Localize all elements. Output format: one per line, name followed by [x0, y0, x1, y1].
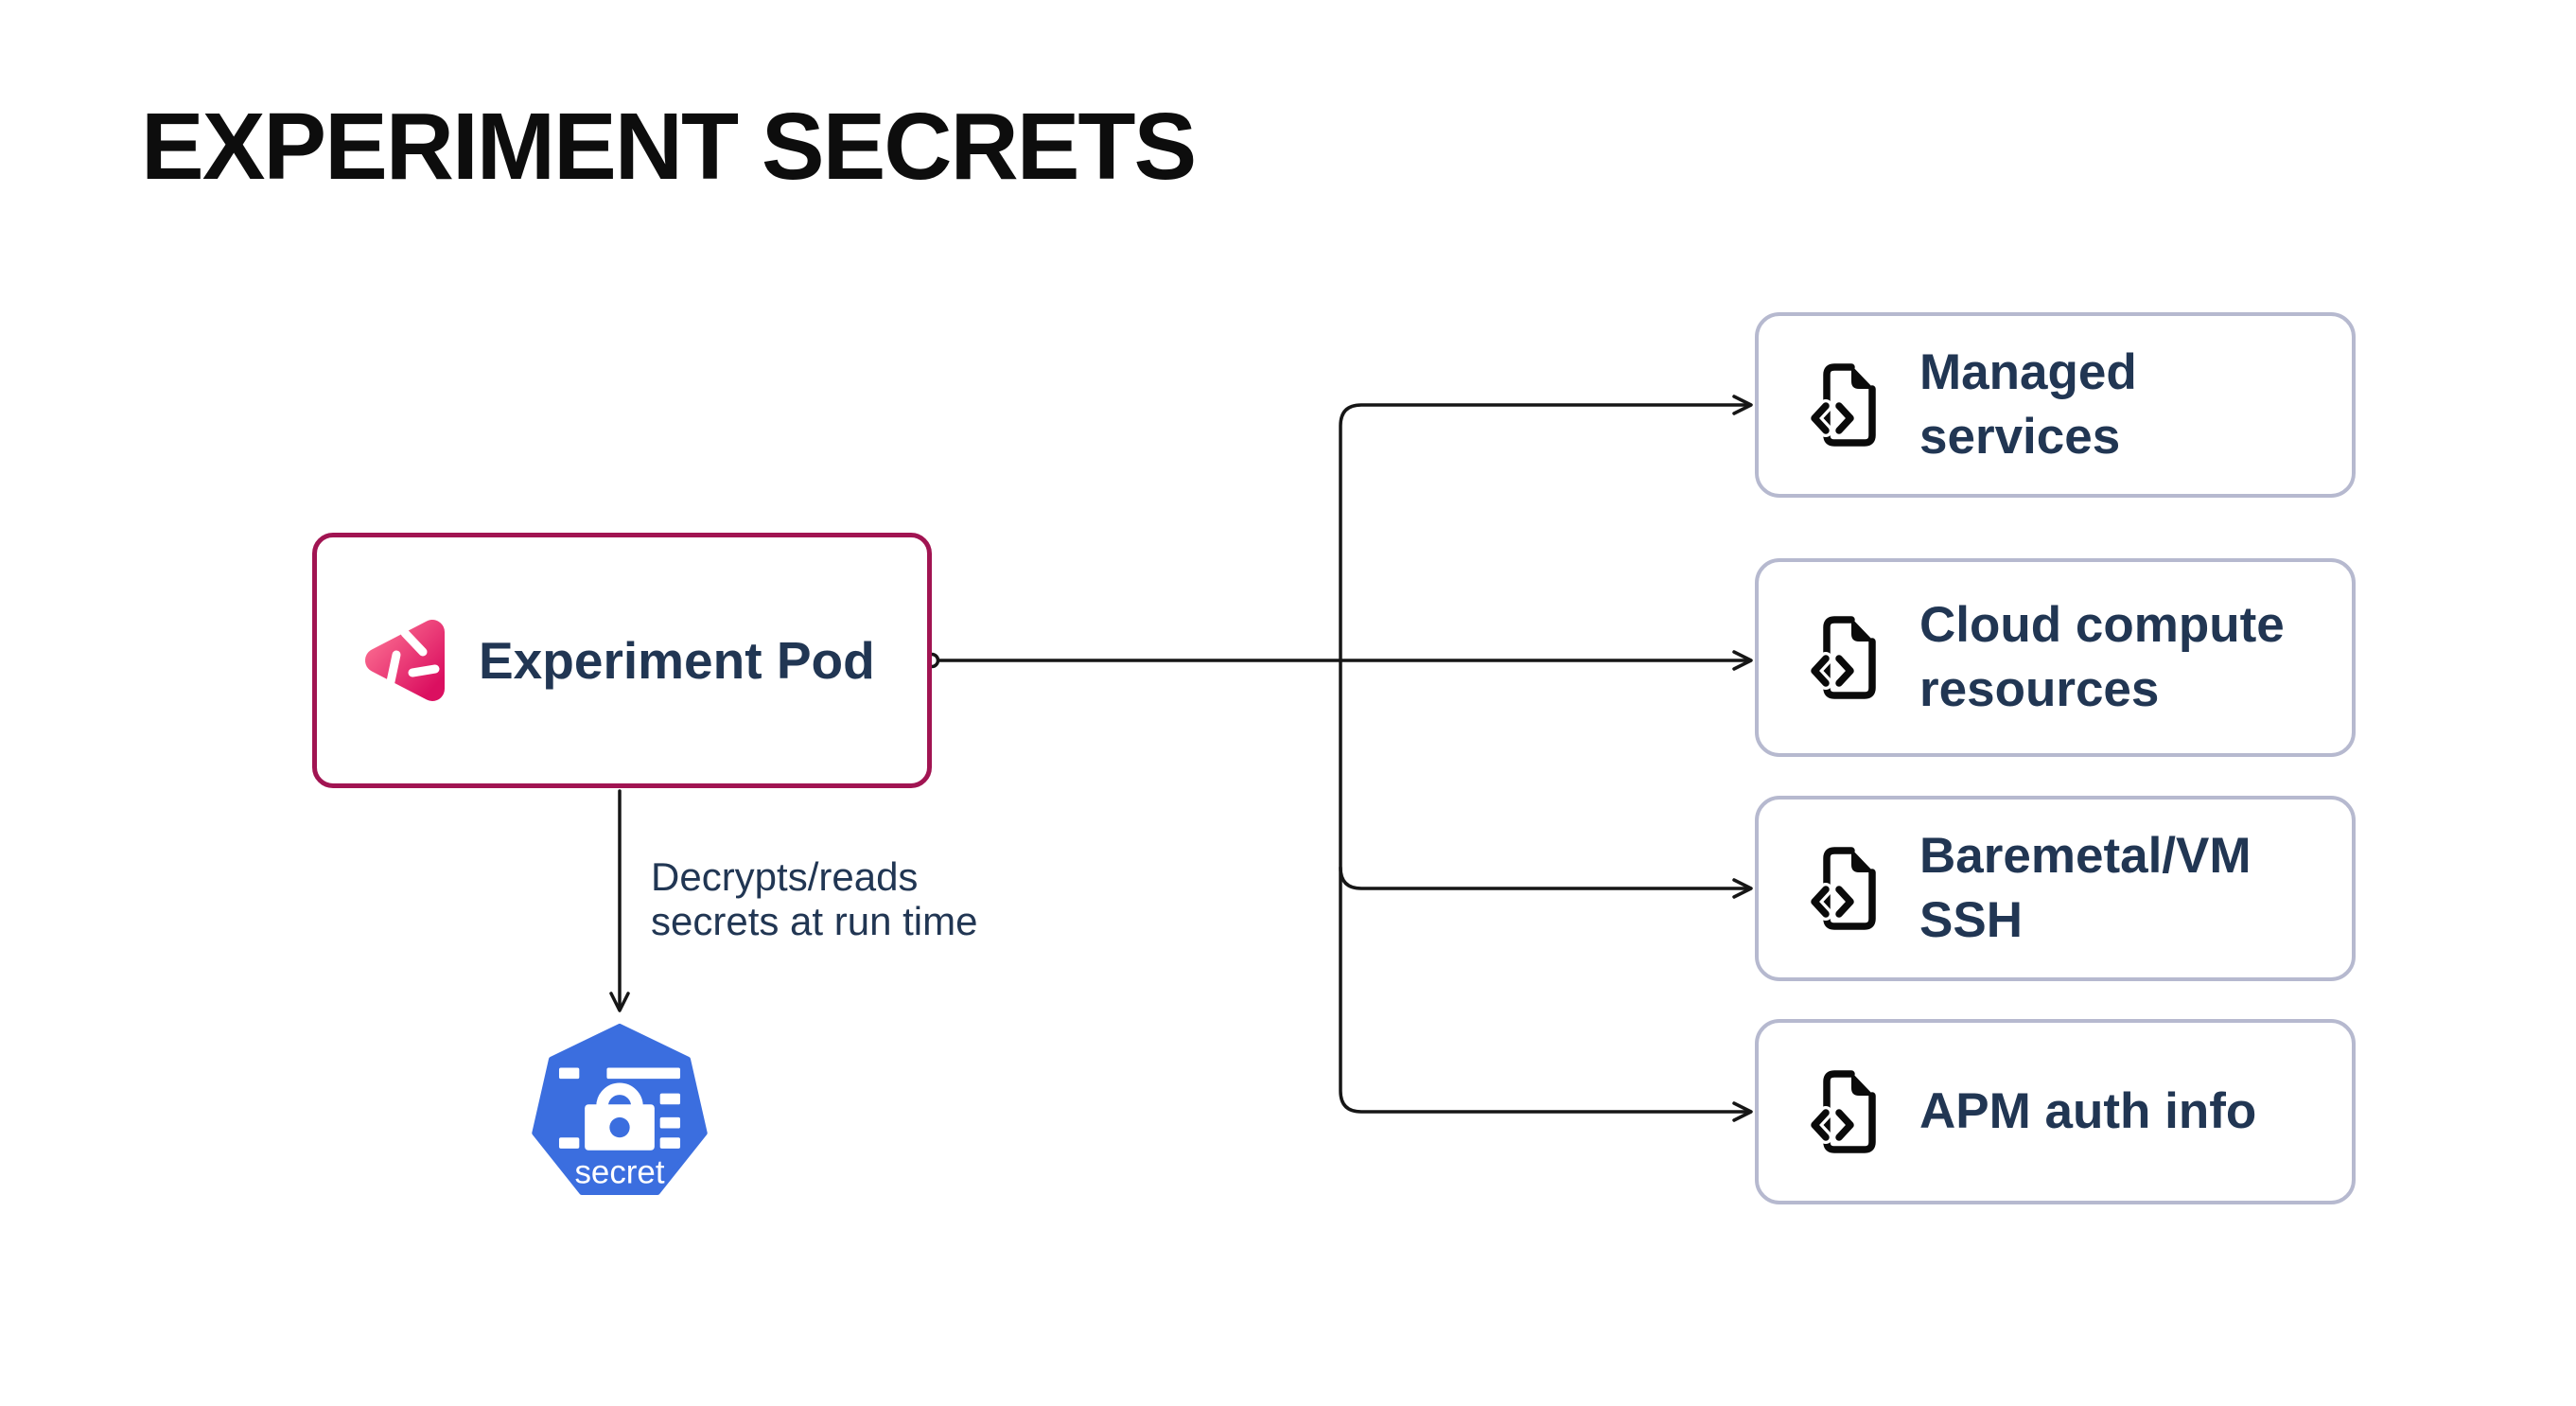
secret-dashes — [558, 1067, 681, 1149]
arrowhead-row2 — [1732, 650, 1753, 671]
arrowhead-row3 — [1732, 878, 1753, 899]
page-title: EXPERIMENT SECRETS — [141, 94, 1197, 200]
target-box-cloud-compute: Cloud compute resources — [1755, 558, 2356, 757]
target-label: APM auth info — [1919, 1083, 2257, 1139]
experiment-pod-label: Experiment Pod — [479, 631, 875, 690]
edge-caption-line2: secrets at run time — [651, 899, 978, 943]
target-label: Managed services — [1919, 344, 2137, 465]
file-code-icon — [1810, 616, 1876, 699]
file-code-icon — [1810, 363, 1876, 447]
file-code-icon — [1810, 847, 1876, 930]
arrowhead-row4 — [1732, 1101, 1753, 1122]
kubernetes-secret-node: secret — [528, 1022, 711, 1205]
edge-branch-spine — [1339, 403, 1748, 1114]
experiment-pod-node: Experiment Pod — [312, 533, 932, 788]
file-code-icon — [1810, 1070, 1876, 1153]
secret-node-label: secret — [574, 1154, 664, 1191]
edge-caption: Decrypts/reads secrets at run time — [651, 854, 977, 943]
kubernetes-secret-icon: secret — [532, 1023, 708, 1195]
target-label: Baremetal/VM SSH — [1919, 828, 2252, 948]
litmus-pod-icon — [365, 620, 445, 701]
target-box-managed-services: Managed services — [1755, 312, 2356, 498]
target-box-apm-auth-info: APM auth info — [1755, 1019, 2356, 1204]
lock-icon — [585, 1082, 655, 1151]
target-box-baremetal-vm-ssh: Baremetal/VM SSH — [1755, 796, 2356, 981]
target-label: Cloud compute resources — [1919, 597, 2285, 717]
edge-caption-line1: Decrypts/reads — [651, 854, 919, 899]
edge-branch-row3 — [1339, 866, 1748, 890]
arrowhead-row1 — [1732, 395, 1753, 415]
arrowhead-secret — [609, 992, 630, 1012]
